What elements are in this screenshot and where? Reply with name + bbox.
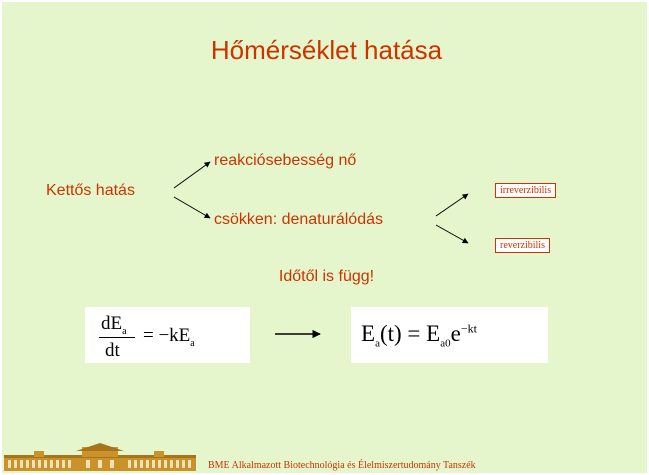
arrow-to-reversible: [435, 224, 469, 244]
arrow-to-top-branch: [173, 161, 211, 189]
rate-numerator: dEa: [101, 313, 127, 337]
branch-bottom-label: csökken: denaturálódás: [214, 211, 383, 228]
time-dependence-note: Időtől is függ!: [278, 268, 375, 285]
rate-rhs: = −kEa: [143, 325, 195, 349]
slide-title: Hőmérséklet hatása: [210, 35, 443, 65]
rate-equation-box: dEa dt = −kEa: [85, 307, 250, 363]
left-label: Kettős hatás: [46, 182, 135, 199]
solution-equation-box: Ea(t) = Ea0e−kt: [351, 307, 548, 363]
arrow-to-bottom-branch: [173, 196, 211, 219]
irreversible-box: irreverzibilis: [495, 183, 557, 198]
bme-building-logo: [4, 443, 196, 471]
arrow-to-irreversible: [435, 193, 469, 217]
footer-department: BME Alkalmazott Biotechnológia és Élelmi…: [208, 460, 476, 471]
solution-expression: Ea(t) = Ea0e−kt: [361, 321, 477, 350]
fraction-bar: [99, 337, 135, 338]
rate-denominator: dt: [105, 340, 120, 361]
reversible-box: reverzibilis: [495, 238, 550, 253]
branch-top-label: reakciósebesség nő: [214, 152, 357, 169]
